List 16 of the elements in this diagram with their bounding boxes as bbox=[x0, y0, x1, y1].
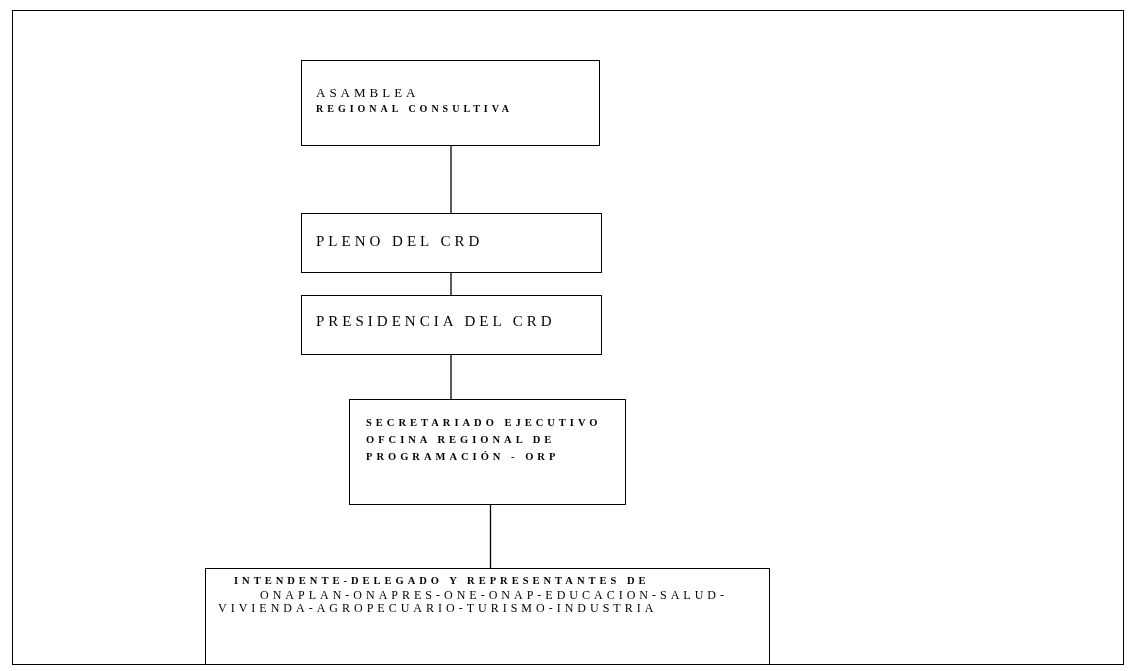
unit-text: ONAPLAN-ONAPRES-ONE-ONAP-EDUCACION-SALUD-VIVIENDA-AGROPECUARIO-TURISMO-INDUSTRIA bbox=[218, 589, 729, 615]
connector-line bbox=[450, 354, 452, 400]
heading-text: REGIONAL CONSULTIVA bbox=[316, 103, 514, 115]
unit-text: PLENO DEL CRD bbox=[316, 232, 485, 250]
heading-text: INTENDENTE-DELEGADO Y REPRESENTANTES DE bbox=[234, 575, 651, 588]
org-box bbox=[301, 213, 602, 273]
heading-text: SECRETARIADO EJECUTIVO OFCINA REGIONAL DE PROGRAMACIÓN - ORP bbox=[366, 416, 603, 464]
unit-text: PRESIDENCIA DEL CRD bbox=[316, 312, 557, 330]
org-box bbox=[301, 60, 600, 146]
connector-line bbox=[450, 272, 452, 296]
org-box bbox=[205, 568, 770, 665]
connector-line bbox=[450, 145, 452, 214]
org-box bbox=[301, 295, 602, 355]
connector-line bbox=[489, 504, 492, 569]
unit-text: ASAMBLEA bbox=[316, 85, 421, 101]
org-box bbox=[349, 399, 626, 505]
